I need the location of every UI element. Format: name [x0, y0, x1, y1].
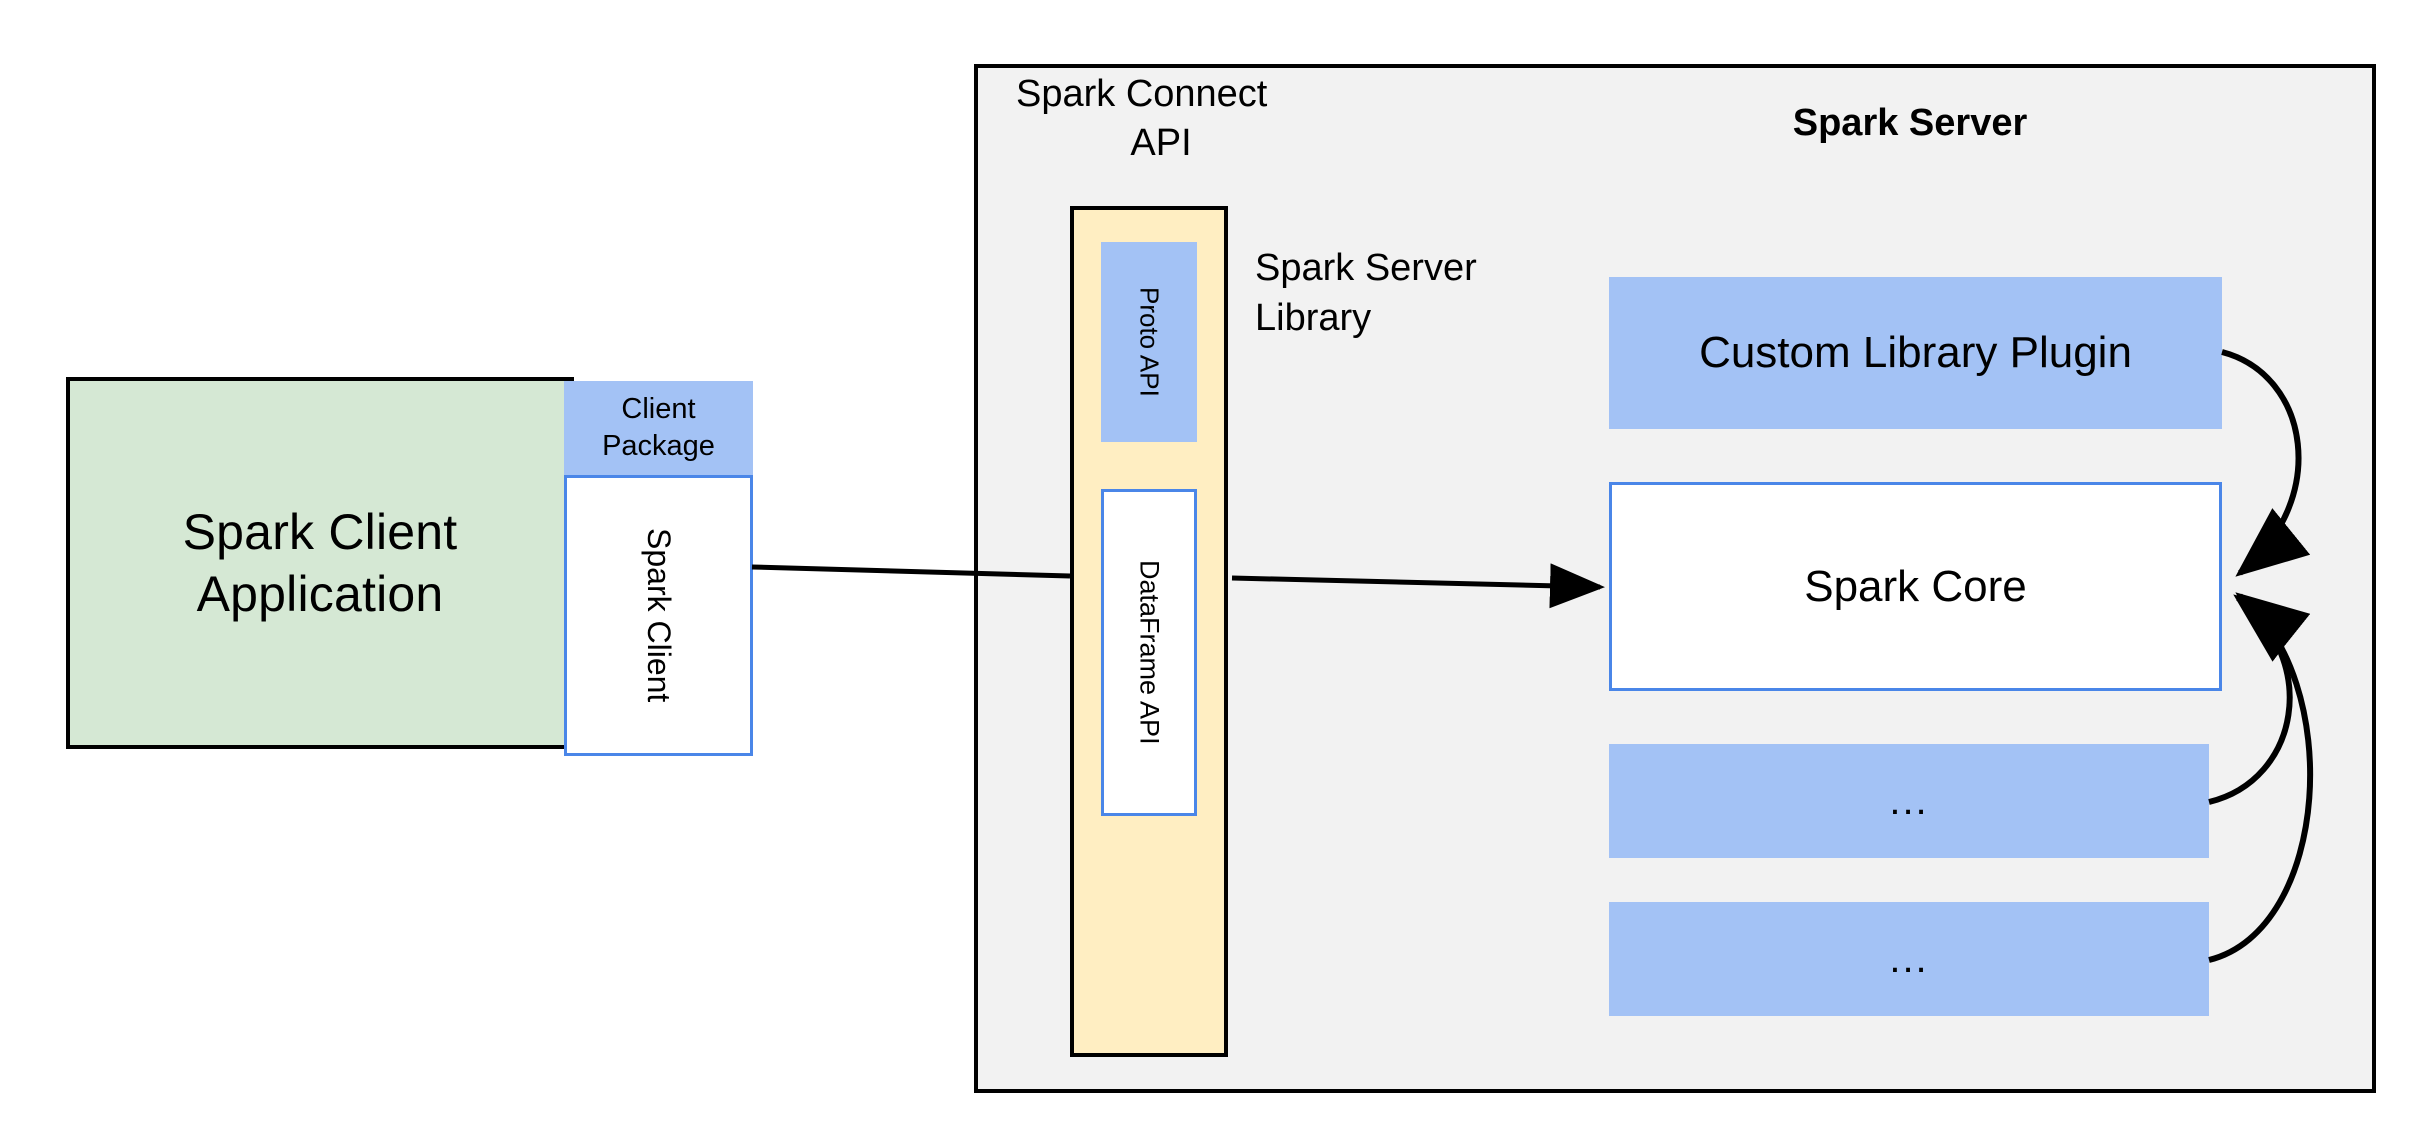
spark-client-label: Spark Client — [641, 528, 677, 703]
ellipsis-box-2: ... — [1609, 902, 2209, 1016]
proto-api-box: Proto API — [1101, 242, 1197, 442]
custom-library-plugin-label: Custom Library Plugin — [1699, 328, 2132, 377]
custom-library-plugin-box: Custom Library Plugin — [1609, 277, 2222, 429]
proto-api-label: Proto API — [1134, 287, 1165, 397]
spark-server-library-line1: Spark Server — [1255, 247, 1477, 289]
dataframe-api-box: DataFrame API — [1101, 489, 1197, 816]
spark-server-library-line2: Library — [1255, 297, 1372, 340]
client-package-line1: Client — [621, 392, 696, 425]
spark-client-box: Spark Client — [564, 475, 753, 756]
spark-connect-api-title-line1: Spark Connect — [1016, 73, 1268, 115]
ellipsis-box-1: ... — [1609, 744, 2209, 858]
spark-server-library-label: Spark Server Library — [1255, 243, 1545, 343]
spark-connect-api-title: Spark Connect API — [1016, 70, 1306, 166]
spark-server-title: Spark Server — [1792, 101, 2028, 144]
spark-core-box: Spark Core — [1609, 482, 2222, 691]
client-package-line2: Package — [602, 430, 715, 462]
ellipsis-box-2-label: ... — [1889, 937, 1929, 981]
spark-client-application-line1: Spark Client — [182, 503, 458, 560]
dataframe-api-label: DataFrame API — [1134, 560, 1165, 745]
spark-core-label: Spark Core — [1804, 561, 2027, 611]
ellipsis-box-1-label: ... — [1889, 779, 1929, 823]
spark-client-application-line2: Application — [196, 566, 444, 622]
spark-connect-api-title-line2: API — [1130, 122, 1192, 165]
